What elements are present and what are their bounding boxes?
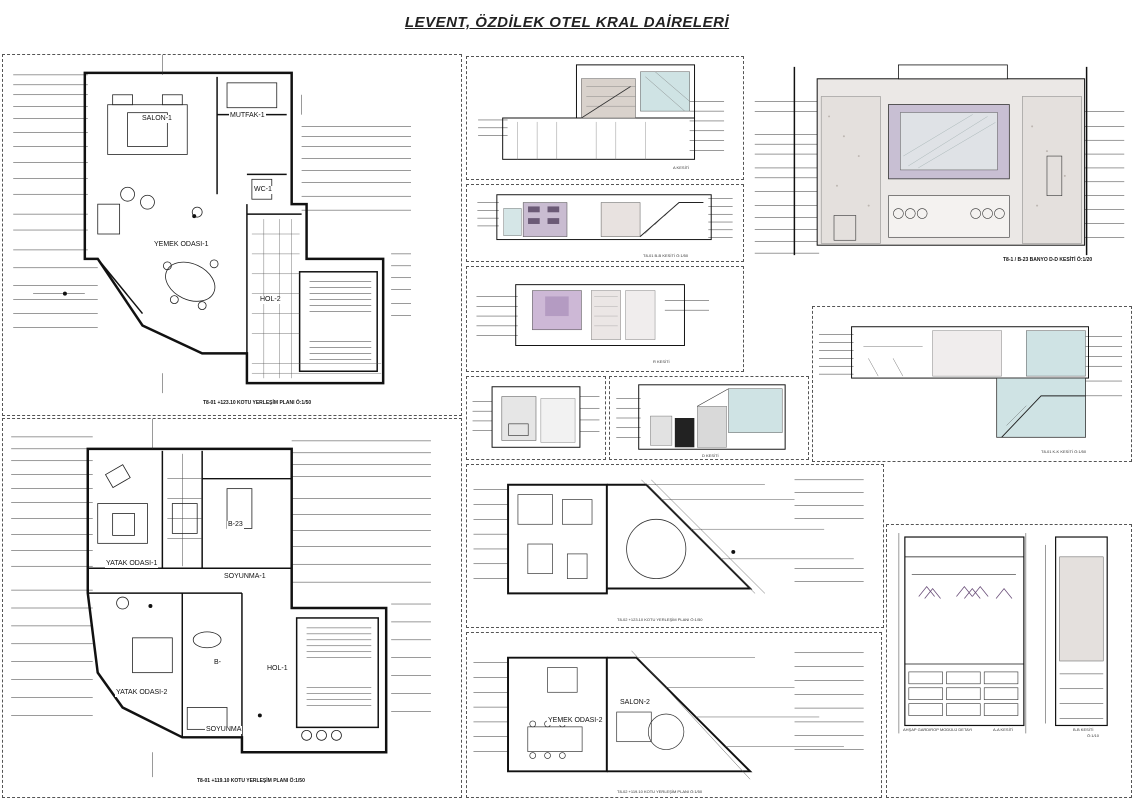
bath-elevation-drawing — [754, 64, 1125, 256]
section-a-drawing — [478, 64, 725, 160]
room-label-soyunma-2: SOYUNMA — [205, 726, 243, 734]
room-label-mutfak: MUTFAK-1 — [229, 112, 266, 120]
floor-plan-t802-lower-drawing — [473, 650, 864, 780]
section-r-drawing — [476, 284, 709, 346]
floor-plan-lower: YATAK ODASI-1 B-23 SOYUNMA-1 B- YATAK OD… — [2, 418, 462, 798]
room-label-salon: SALON-1 — [141, 115, 173, 123]
wardrobe-detail-drawing — [898, 533, 1108, 734]
room-label-hol: HOL-2 — [259, 296, 282, 304]
room-label-yemek: YEMEK ODASI-1 — [153, 241, 210, 249]
section-k-caption: T8-01 K-K KESİTİ Ö:1/50 — [1041, 449, 1087, 454]
section-d-drawing — [616, 384, 786, 450]
section-b: T8-01 B-B KESİTİ Ö:1/50 — [466, 184, 744, 262]
room-label-yatak-2: YATAK ODASI-2 — [115, 689, 169, 697]
section-k-drawing — [818, 326, 1123, 438]
page-title: LEVENT, ÖZDİLEK OTEL KRAL DAİRELERİ — [404, 14, 730, 31]
floor-plan-upper-drawing — [13, 55, 412, 394]
section-a: A KESİTİ — [466, 56, 744, 180]
floor-plan-t802-upper-drawing — [473, 479, 864, 595]
room-label-yemek-2: YEMEK ODASI-2 — [547, 717, 604, 725]
room-label-salon-2: SALON-2 — [619, 699, 651, 707]
section-d-caption: D KESİTİ — [702, 453, 719, 458]
room-label-yatak-1: YATAK ODASI-1 — [105, 560, 159, 568]
section-k: T8-01 K-K KESİTİ Ö:1/50 — [812, 306, 1132, 462]
floor-plan-t802-lower: YEMEK ODASI-2 SALON-2 T8-02 +119.10 KOTU… — [466, 632, 882, 798]
wardrobe-detail: AHŞAP GARDIROP MODÜLÜ DETAYI A-A KESİTİ … — [886, 524, 1132, 798]
plan-t802-upper-caption: T8-02 +123.10 KOTU YERLEŞİM PLANI Ö:1/50 — [617, 617, 703, 622]
room-label-wc: WC-1 — [253, 186, 273, 194]
room-label-hol-1: HOL-1 — [266, 665, 289, 673]
room-label-soyunma-1: SOYUNMA-1 — [223, 573, 267, 581]
section-r: R KESİTİ — [466, 266, 744, 372]
floor-plan-t802-upper: T8-02 +123.10 KOTU YERLEŞİM PLANI Ö:1/50 — [466, 464, 884, 628]
section-b-drawing — [477, 194, 733, 241]
section-c — [466, 376, 606, 460]
floor-plan-lower-drawing — [11, 419, 431, 778]
section-d: D KESİTİ — [609, 376, 809, 460]
wardrobe-aa-caption: A-A KESİTİ — [993, 727, 1014, 732]
plan-upper-caption: T8-01 +123.10 KOTU YERLEŞİM PLANI Ö:1/50 — [203, 400, 312, 406]
bath-elevation-caption: T8-1 / B-23 BANYO D-D KESİTİ Ö:1/20 — [1003, 257, 1093, 263]
section-b-caption: T8-01 B-B KESİTİ Ö:1/50 — [643, 253, 689, 258]
section-a-caption: A KESİTİ — [673, 165, 690, 170]
wardrobe-bb-caption: B-B KESİTİ — [1073, 727, 1094, 732]
floor-plan-upper: SALON-1 MUTFAK-1 WC-1 YEMEK ODASI-1 HOL-… — [2, 54, 462, 416]
wardrobe-caption: AHŞAP GARDIROP MODÜLÜ DETAYI — [903, 727, 973, 732]
section-c-drawing — [472, 386, 600, 448]
plan-lower-caption: T8-01 +119.10 KOTU YERLEŞİM PLANI Ö:1/50 — [197, 778, 305, 784]
plan-t802-lower-caption: T8-02 +119.10 KOTU YERLEŞİM PLANI Ö:1/50 — [617, 789, 703, 794]
section-r-caption: R KESİTİ — [653, 359, 670, 364]
bath-elevation: T8-1 / B-23 BANYO D-D KESİTİ Ö:1/20 — [748, 56, 1132, 268]
wardrobe-scale: Ö:1/10 — [1087, 733, 1100, 738]
room-label-b: B- — [213, 659, 222, 667]
room-label-b23: B-23 — [227, 521, 244, 529]
